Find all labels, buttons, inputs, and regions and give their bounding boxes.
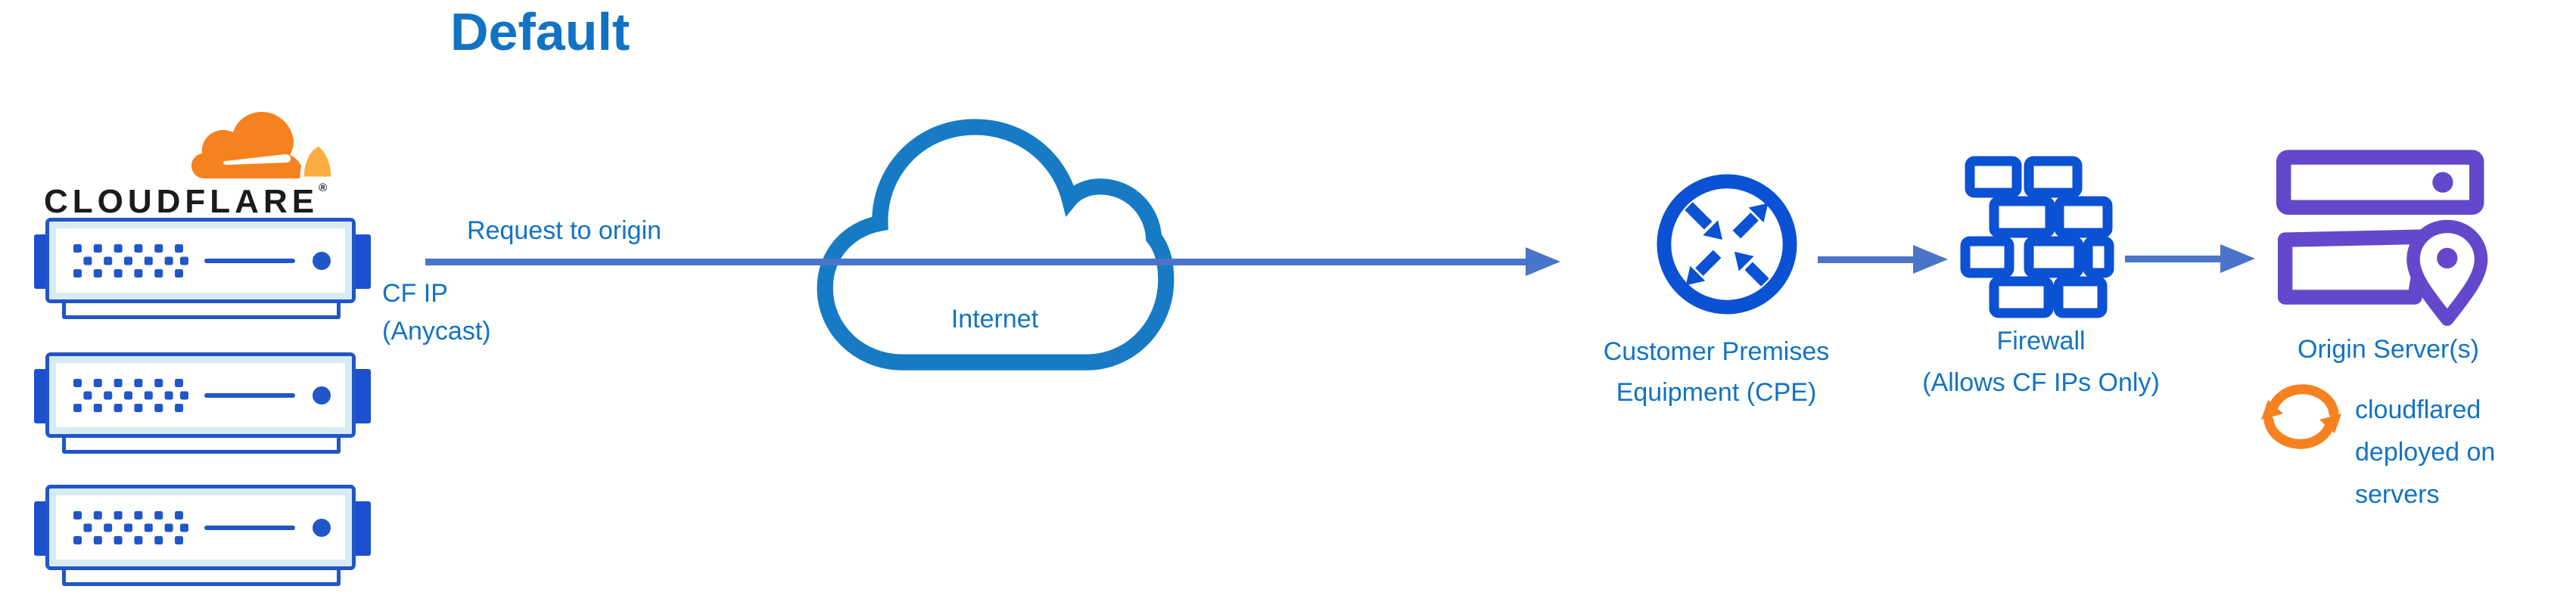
server-led <box>313 252 331 270</box>
cf-ip-anycast-label: CF IP (Anycast) <box>382 279 491 346</box>
vent-dots <box>73 244 188 278</box>
origin-server-stack-location-pin-icon <box>2276 150 2488 326</box>
firewall-brick-wall-icon <box>1960 156 2114 318</box>
cloudflared-sync-arrows-icon <box>2261 384 2341 449</box>
origin-servers-label: Origin Server(s) <box>2298 335 2479 364</box>
vent-dots <box>73 511 188 544</box>
firewall-label: Firewall (Allows CF IPs Only) <box>1922 327 2160 397</box>
cpe-router-arrows-icon <box>1657 174 1797 315</box>
cloudflare-cloud-logo-icon <box>191 112 335 179</box>
firewall-to-origin-arrow <box>2125 256 2222 262</box>
cpe-label: Customer Premises Equipment (CPE) <box>1603 337 1830 407</box>
request-flow-arrowhead <box>1526 247 1560 276</box>
cpe-to-firewall-arrow <box>1818 256 1915 263</box>
server-rack-icon <box>34 218 371 320</box>
diagram-title: Default <box>450 2 630 61</box>
internet-label: Internet <box>950 305 1039 333</box>
server-slot <box>204 259 295 263</box>
server-rack-icon <box>34 485 371 587</box>
cloudflare-wordmark: CLOUDFLARE® <box>44 181 328 220</box>
cloudflared-note: cloudflared deployed on servers <box>2355 395 2496 509</box>
registered-trademark-symbol: ® <box>319 181 328 194</box>
request-to-origin-label: Request to origin <box>467 216 662 245</box>
internet-cloud-outline-icon <box>817 119 1174 371</box>
server-rack-icon <box>34 352 371 454</box>
firewall-to-origin-arrowhead <box>2220 244 2255 273</box>
request-flow-arrow <box>425 259 1527 265</box>
cpe-to-firewall-arrowhead <box>1913 245 1948 274</box>
vent-dots <box>73 379 188 412</box>
